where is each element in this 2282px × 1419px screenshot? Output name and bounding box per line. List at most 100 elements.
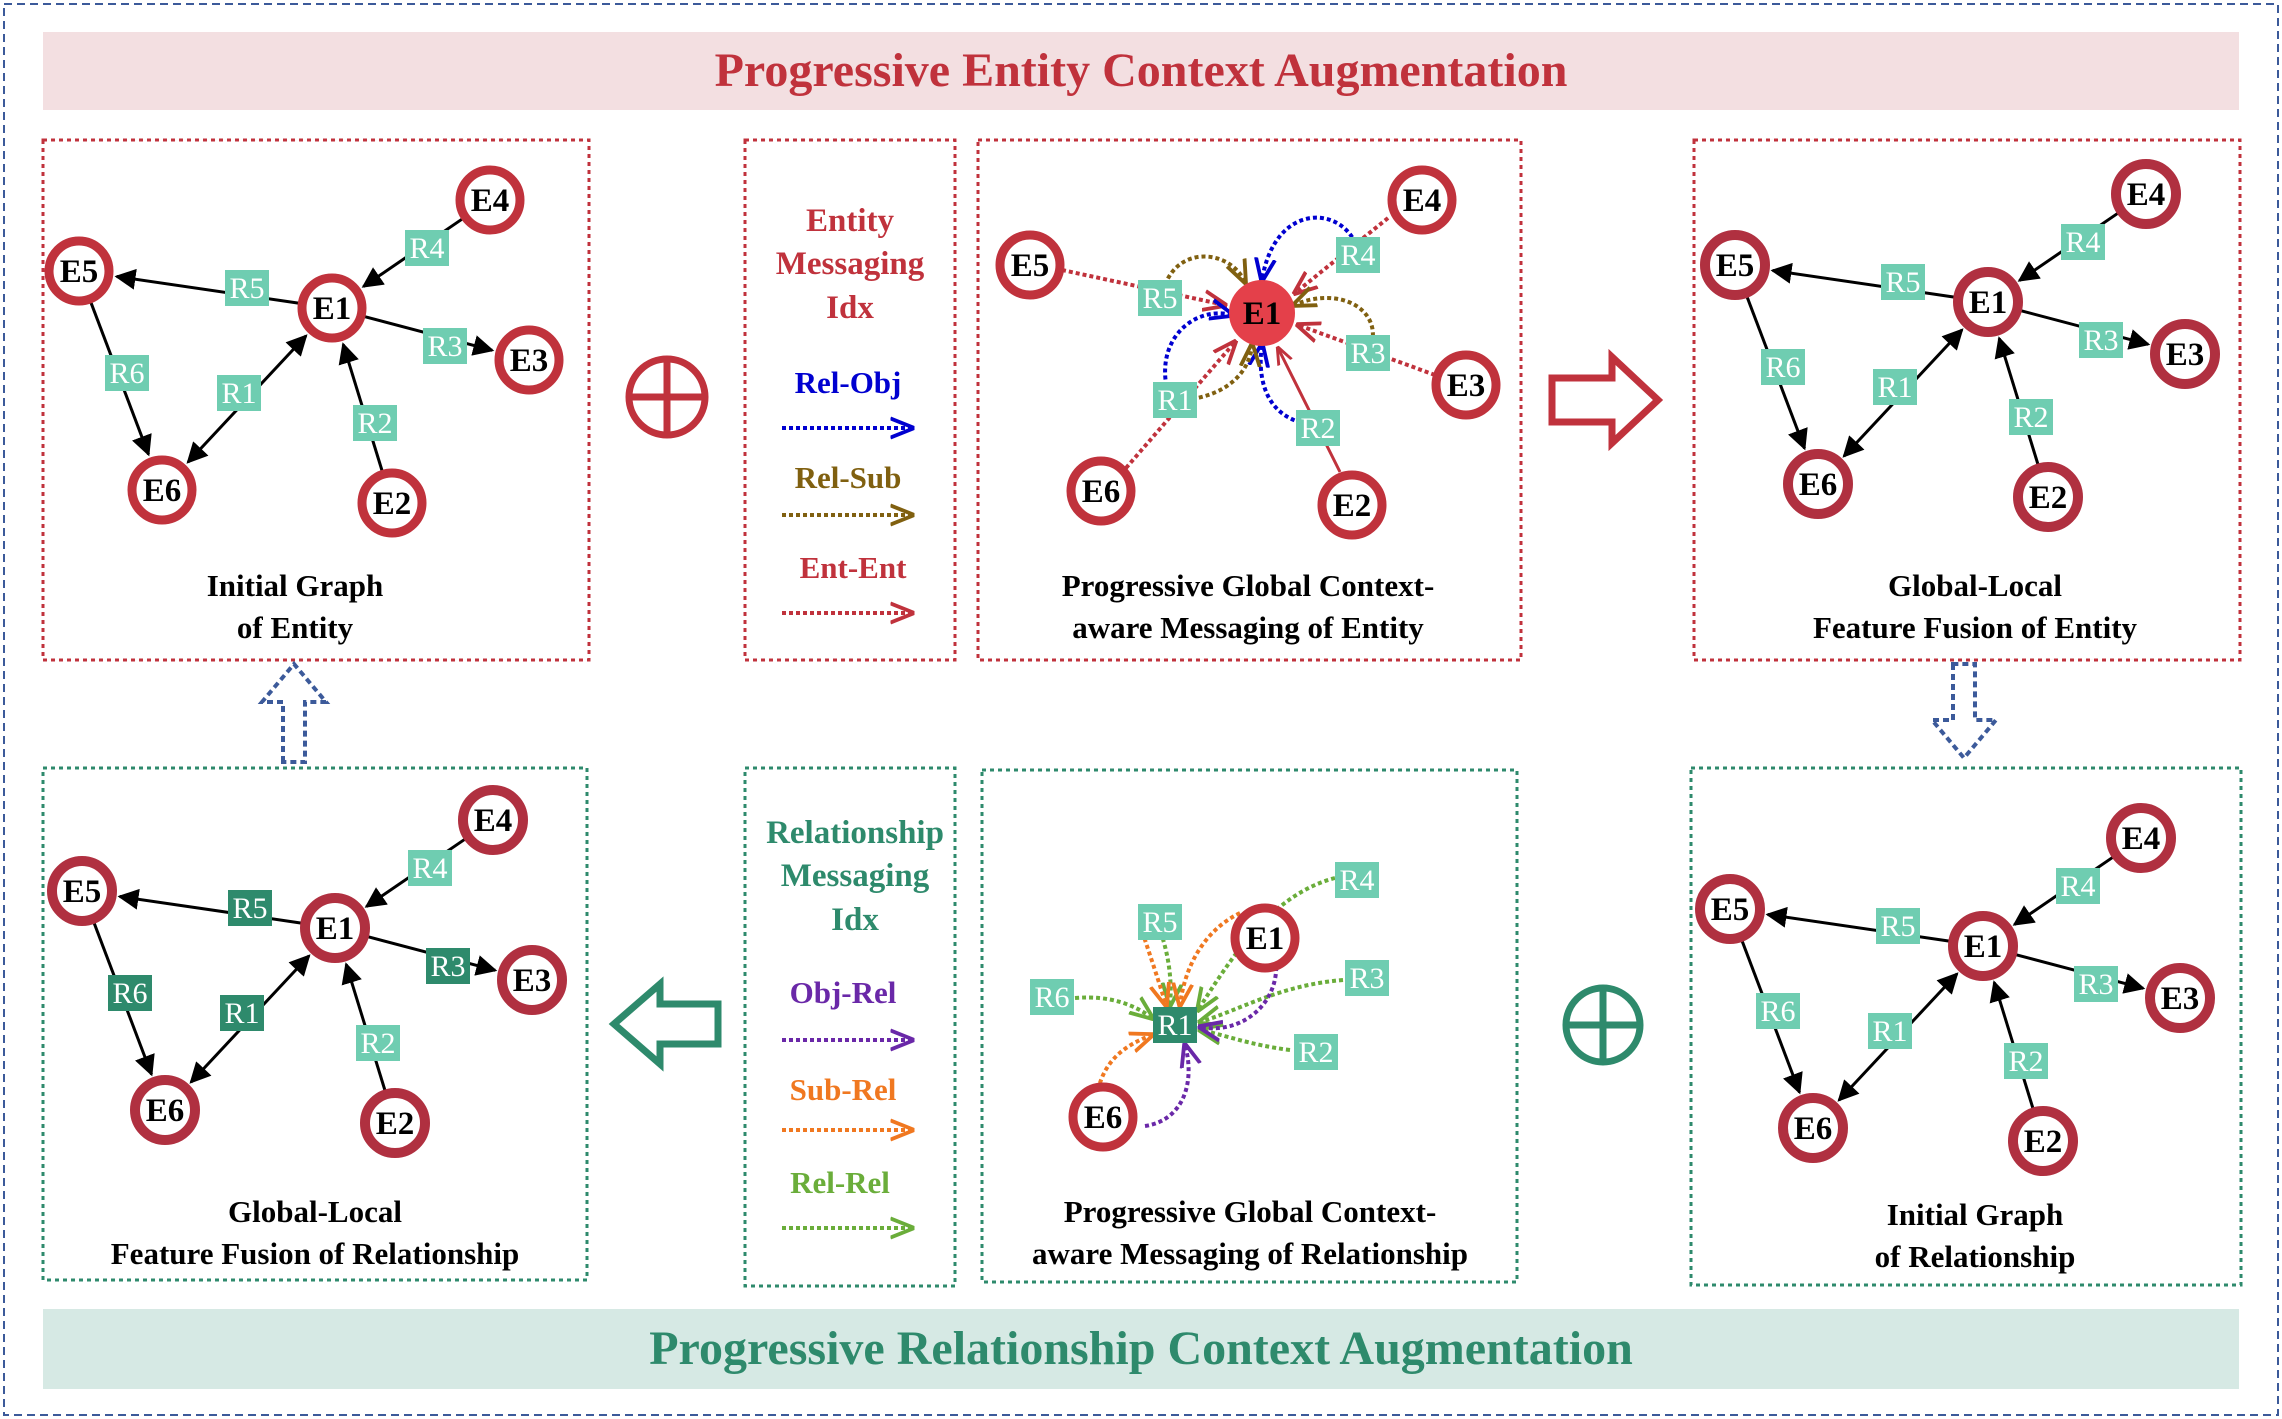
up-arrow-icon <box>257 660 331 764</box>
entity-label: E6 <box>1084 1100 1123 1136</box>
relation-label: R1 <box>1872 1015 1907 1048</box>
entity-label: E6 <box>1799 467 1838 503</box>
message-arrow <box>1074 995 1152 1018</box>
entity-node-e1: E1 <box>297 273 367 343</box>
relation-box-r3: R3 <box>2074 966 2118 1002</box>
relation-box-r6: R6 <box>1761 349 1805 385</box>
entity-node-e4: E4 <box>1387 165 1457 235</box>
entity-label: E2 <box>1333 488 1372 524</box>
relation-box-r2: R2 <box>1294 1034 1338 1070</box>
entity-node-e3: E3 <box>1431 350 1501 420</box>
entity-label: E3 <box>513 963 552 999</box>
oplus-relationship-icon <box>1562 984 1644 1066</box>
message-arrow <box>1144 1045 1189 1128</box>
caption-fusion-entity-line2: Feature Fusion of Entity <box>1813 610 2138 645</box>
entity-label: E4 <box>471 183 510 219</box>
relation-label: R2 <box>2013 401 2048 434</box>
entity-node-e6: E6 <box>127 455 197 525</box>
entity-label: E3 <box>2166 337 2205 373</box>
relation-box-r2: R2 <box>2009 399 2053 435</box>
entity-label: E6 <box>146 1093 185 1129</box>
entity-label: E5 <box>1011 248 1050 284</box>
oplus-entity-icon <box>625 355 709 439</box>
entity-label: E1 <box>1243 296 1282 332</box>
relation-label: R6 <box>112 977 147 1010</box>
relation-box-r6: R6 <box>1756 993 1800 1029</box>
entity-label: E5 <box>1711 892 1750 928</box>
relation-label: R4 <box>412 852 447 885</box>
relation-label: R5 <box>232 892 267 925</box>
entity-label: E1 <box>1969 285 2008 321</box>
relation-box-r3: R3 <box>2079 322 2123 358</box>
caption-messaging-relationship-line2: aware Messaging of Relationship <box>1032 1236 1468 1271</box>
relation-label: R4 <box>409 232 444 265</box>
relation-box-r3: R3 <box>426 948 470 984</box>
relation-label: R5 <box>1142 906 1177 939</box>
relation-label: R2 <box>1300 412 1335 445</box>
legend-obj-rel-label: Obj-Rel <box>790 975 897 1010</box>
entity-node-e3: E3 <box>2150 319 2220 389</box>
legend-entity-title-1: Entity <box>806 203 895 239</box>
relation-label: R6 <box>1765 351 1800 384</box>
relation-label: R3 <box>2078 968 2113 1001</box>
caption-initial-relationship-line2: of Relationship <box>1875 1239 2076 1274</box>
message-arrow <box>1294 298 1375 351</box>
panel-fusion-relationship <box>41 766 589 1282</box>
legend-rel-obj-label: Rel-Obj <box>795 365 902 400</box>
caption-fusion-relationship-line2: Feature Fusion of Relationship <box>111 1236 519 1271</box>
graph-edge <box>117 888 302 925</box>
entity-node-e2: E2 <box>2008 1106 2078 1176</box>
entity-label: E2 <box>2024 1124 2063 1160</box>
entity-label: E4 <box>2122 821 2161 857</box>
entity-node-e5: E5 <box>1695 874 1765 944</box>
entity-node-e1: E1 <box>1229 280 1295 346</box>
message-arrow <box>1200 959 1279 1028</box>
entity-label: E3 <box>2161 981 2200 1017</box>
relation-box-r1: R1 <box>217 375 261 411</box>
relation-box-r3: R3 <box>1345 960 1389 996</box>
relation-box-r5: R5 <box>1881 264 1925 300</box>
relation-label: R1 <box>1877 371 1912 404</box>
relation-box-r4: R4 <box>405 230 449 266</box>
entity-banner: Progressive Entity Context Augmentation <box>43 32 2239 110</box>
entity-label: E1 <box>313 291 352 327</box>
entity-label: E4 <box>474 803 513 839</box>
entity-label: E4 <box>2127 177 2166 213</box>
relation-box-r1: R1 <box>1873 369 1917 405</box>
panel-fusion-entity <box>1692 138 2242 662</box>
entity-node-e1: E1 <box>1953 267 2023 337</box>
relation-label: R4 <box>2060 870 2095 903</box>
relation-box-r2: R2 <box>2004 1043 2048 1079</box>
relation-box-r2: R2 <box>353 405 397 441</box>
entity-label: E2 <box>373 486 412 522</box>
relation-label: R5 <box>1142 282 1177 315</box>
caption-fusion-entity-line1: Global-Local <box>1888 568 2062 603</box>
message-arrow <box>1180 911 1241 1005</box>
entity-label: E2 <box>2029 480 2068 516</box>
relation-label: R6 <box>1760 995 1795 1028</box>
entity-node-e6: E6 <box>1066 456 1136 526</box>
entity-node-e2: E2 <box>1317 470 1387 540</box>
caption-initial-relationship-line1: Initial Graph <box>1887 1197 2064 1232</box>
relation-label: R1 <box>224 997 259 1030</box>
entity-node-e5: E5 <box>995 230 1065 300</box>
entity-node-e2: E2 <box>2013 462 2083 532</box>
relation-label: R3 <box>430 950 465 983</box>
message-arrow <box>1163 313 1232 401</box>
caption-initial-entity-line2: of Entity <box>237 610 354 645</box>
relation-box-r5: R5 <box>1138 904 1182 940</box>
entity-label: E6 <box>1794 1111 1833 1147</box>
legend-entity-title-3: Idx <box>826 290 874 326</box>
relation-box-r6: R6 <box>105 355 149 391</box>
entity-node-e2: E2 <box>360 1088 430 1158</box>
graph-edge <box>1765 906 1950 943</box>
legend-rel-title-1: Relationship <box>766 815 944 851</box>
relation-label: R5 <box>1880 910 1915 943</box>
caption-messaging-entity-line2: aware Messaging of Entity <box>1072 610 1424 645</box>
relation-box-r2: R2 <box>356 1025 400 1061</box>
panel-messaging-relationship <box>980 768 1519 1284</box>
